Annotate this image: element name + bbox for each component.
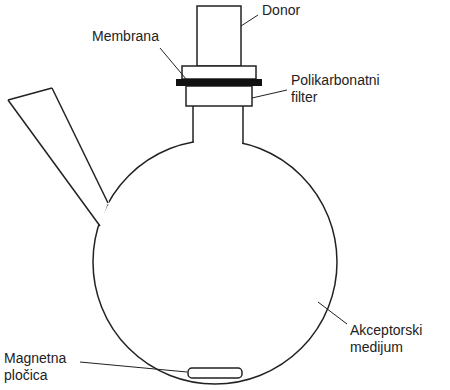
part-label: Donor: [262, 2, 342, 19]
leader-line: [252, 90, 287, 98]
side-arm-wall: [52, 88, 108, 203]
leader-line: [318, 302, 347, 324]
stir-bar: [188, 368, 242, 378]
flask-body: [93, 140, 337, 384]
neck-fill: [194, 100, 242, 150]
part-label: Membrana: [92, 28, 172, 45]
side-arm-opening: [8, 88, 52, 100]
leader-line: [241, 15, 258, 26]
side-arm-wall: [8, 100, 100, 226]
donor-cylinder: [197, 6, 241, 66]
neck-wall: [192, 106, 194, 142]
side-arm-fill: [8, 88, 110, 228]
part-label: Polikarbonatni filter: [291, 72, 403, 106]
leader-line: [80, 362, 187, 372]
leader-line: [160, 48, 186, 79]
neck-wall: [242, 106, 244, 143]
upper-collar: [182, 66, 256, 79]
membrane-band: [176, 79, 262, 86]
part-label: Magnetna pločica: [4, 350, 84, 384]
filter-holder: [186, 86, 252, 106]
part-label: Akceptorski medijum: [350, 322, 446, 356]
